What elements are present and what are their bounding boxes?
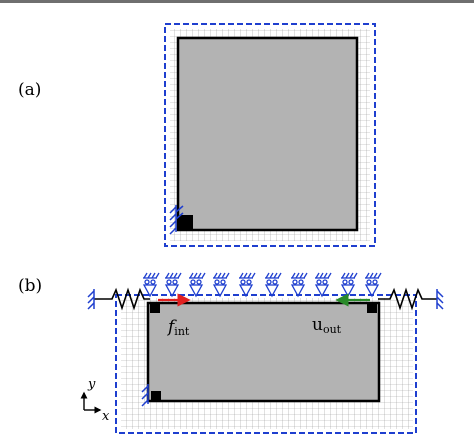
panel-a [164, 23, 376, 247]
roller-support-icon [314, 272, 332, 298]
displacement-label: uout [312, 315, 342, 336]
solid-region-b [146, 301, 381, 403]
boundary-a [164, 23, 376, 247]
roller-support-icon [264, 272, 282, 298]
fixed-node-a [179, 215, 193, 229]
spring-anchor-right [436, 289, 444, 310]
axis-y-label: y [87, 377, 96, 392]
spring-icon [378, 287, 437, 311]
spring-icon [94, 287, 150, 311]
roller-support-icon [164, 272, 182, 298]
panel-label-b: (b) [18, 276, 43, 296]
roller-supports [142, 272, 382, 298]
force-label: fint [166, 317, 190, 338]
axis-icon: y x [80, 377, 110, 424]
displacement-symbol: u [312, 315, 323, 335]
force-subscript: int [174, 325, 190, 338]
roller-support-icon [212, 272, 230, 298]
fixed-support-icon [141, 384, 149, 407]
roller-support-icon [142, 272, 160, 298]
roller-support-icon [188, 272, 206, 298]
roller-support-icon [290, 272, 308, 298]
top-rule [0, 0, 474, 3]
roller-support-icon [364, 272, 382, 298]
panel-label-a: (a) [18, 80, 42, 100]
fixed-node-b [151, 391, 161, 401]
spring-anchor-left [87, 289, 95, 310]
solid-region-a [176, 36, 359, 232]
roller-support-icon [238, 272, 256, 298]
roller-support-icon [340, 272, 358, 298]
output-node [367, 303, 377, 313]
input-node [150, 303, 160, 313]
force-symbol: f [166, 317, 177, 337]
fixed-support-icon [169, 205, 184, 235]
boundary-b [115, 294, 417, 434]
displacement-subscript: out [323, 323, 342, 336]
panel-b: fint uout y x [80, 272, 444, 434]
axis-x-label: x [102, 409, 110, 424]
